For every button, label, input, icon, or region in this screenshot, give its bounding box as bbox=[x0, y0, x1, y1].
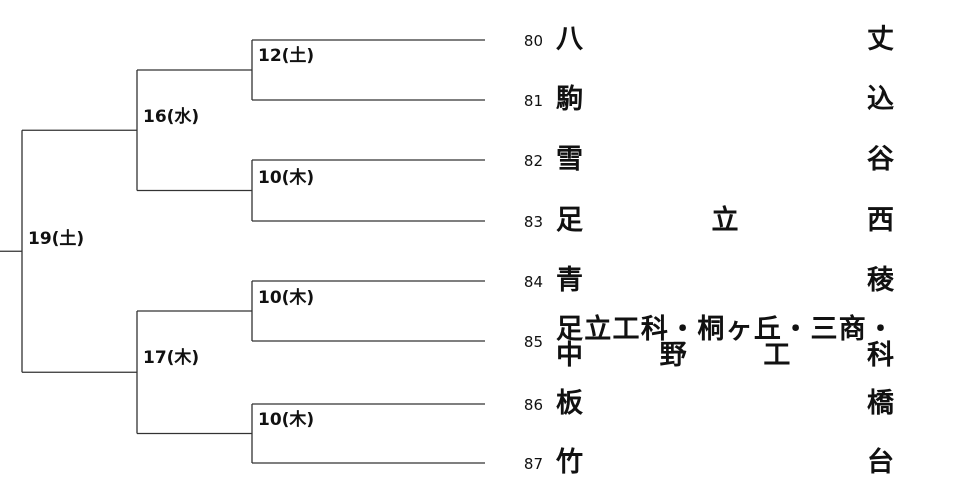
round1-date-2: 10(木) bbox=[258, 168, 315, 188]
team-name: 青稜 bbox=[556, 265, 894, 296]
team-name: 駒込 bbox=[556, 84, 894, 115]
team-name-line-2: 中野工科 bbox=[556, 340, 894, 371]
team-name: 板橋 bbox=[556, 388, 894, 419]
seed-number: 84 bbox=[523, 273, 543, 291]
round3-date-1: 19(土) bbox=[28, 229, 85, 249]
seed-number: 81 bbox=[523, 92, 543, 110]
team-name-multiline: 足立工科・桐ヶ丘・三商・ 中野工科 bbox=[556, 314, 894, 371]
team-name: 雪谷 bbox=[556, 144, 894, 175]
seed-number: 80 bbox=[523, 32, 543, 50]
seed-number: 85 bbox=[523, 333, 543, 351]
seed-number: 86 bbox=[523, 396, 543, 414]
team-name: 竹台 bbox=[556, 447, 894, 478]
seed-number: 83 bbox=[523, 213, 543, 231]
team-name: 八丈 bbox=[556, 24, 894, 55]
seed-number: 87 bbox=[523, 455, 543, 473]
round1-date-3: 10(木) bbox=[258, 288, 315, 308]
team-name: 足立西 bbox=[556, 205, 894, 236]
round2-date-2: 17(木) bbox=[143, 348, 200, 368]
team-name-line-1: 足立工科・桐ヶ丘・三商・ bbox=[556, 314, 894, 345]
seed-number: 82 bbox=[523, 152, 543, 170]
round1-date-1: 12(土) bbox=[258, 46, 315, 66]
round1-date-4: 10(木) bbox=[258, 410, 315, 430]
round2-date-1: 16(水) bbox=[143, 107, 200, 127]
